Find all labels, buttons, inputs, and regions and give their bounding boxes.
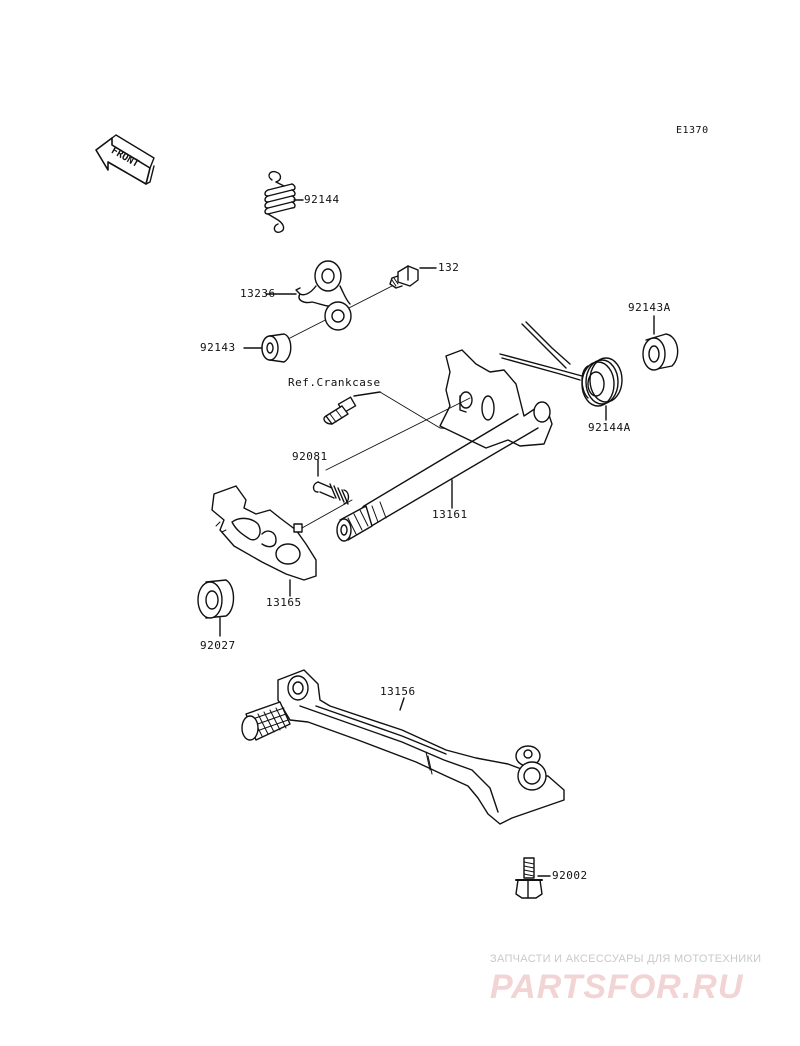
diagram-code: E1370: [676, 125, 709, 136]
crankcase-bolt: [324, 397, 356, 424]
washer-92027: [198, 580, 234, 618]
watermark-brand: PARTSFOR.RU: [490, 968, 744, 1006]
torsion-spring-92144A: [500, 322, 622, 406]
leader-13156: [400, 698, 404, 710]
part-label-92144A: 92144A: [588, 421, 631, 434]
leader-ref-crankcase: [354, 392, 380, 396]
part-label-132: 132: [438, 261, 460, 274]
bolt-92002: [516, 858, 542, 898]
part-label-92143: 92143: [200, 341, 236, 354]
watermark-subtitle: ЗАПЧАСТИ И АКСЕССУАРЫ ДЛЯ МОТОТЕХНИКИ: [490, 953, 762, 965]
part-label-92002: 92002: [552, 869, 588, 882]
collar-92143A: [643, 334, 678, 370]
spring-92144: [265, 172, 295, 233]
shift-arm-13236: [296, 261, 351, 330]
shift-plate-13165: [212, 486, 316, 580]
spring-92081: [314, 482, 349, 504]
assembly-line-shaft: [326, 398, 470, 470]
part-label-92144: 92144: [304, 193, 340, 206]
shift-pedal-13156: [242, 670, 564, 824]
part-label-13165: 13165: [266, 596, 302, 609]
shift-shaft-13161: [337, 350, 552, 541]
collar-92143: [262, 334, 291, 362]
front-arrow-icon: [96, 135, 154, 184]
part-label-92143A: 92143A: [628, 301, 671, 314]
part-label-13236: 13236: [240, 287, 276, 300]
part-label-13161: 13161: [432, 508, 468, 521]
assembly-line-spring: [302, 500, 352, 528]
part-label-92081: 92081: [292, 450, 328, 463]
reference-label: Ref.Crankcase: [288, 376, 381, 389]
part-label-92027: 92027: [200, 639, 236, 652]
part-label-13156: 13156: [380, 685, 416, 698]
bolt-132: [390, 266, 418, 288]
